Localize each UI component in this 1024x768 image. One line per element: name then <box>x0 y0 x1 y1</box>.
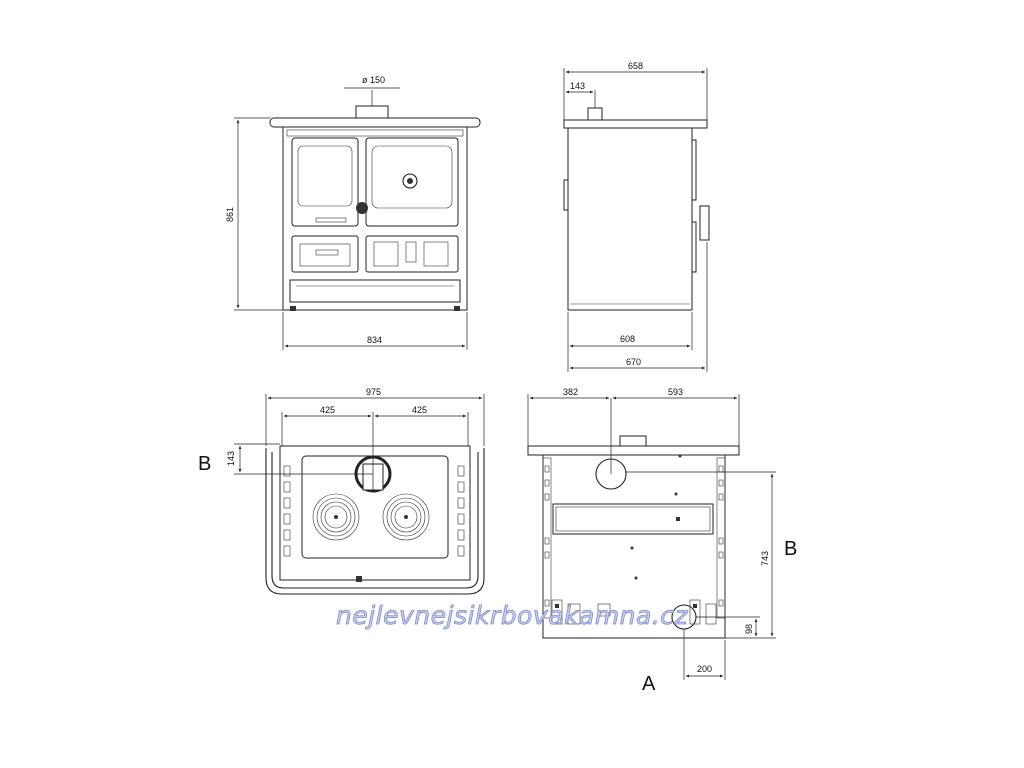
front-top-plate <box>269 117 481 128</box>
rear-middle-panel <box>552 503 714 535</box>
side-top-plate <box>563 119 708 129</box>
side-depth-top-label: 658 <box>628 61 643 71</box>
front-flue-diameter-label: ø 150 <box>362 75 385 85</box>
front-height-label: 861 <box>225 207 235 222</box>
top-left-vents <box>283 465 291 557</box>
top-view: 975 425 425 143 B <box>198 387 485 595</box>
top-width-label: 975 <box>366 387 381 397</box>
rear-left-offset-label: 382 <box>563 387 578 397</box>
left-hob-ring <box>312 493 360 541</box>
rear-inlet-height-label: 98 <box>744 624 754 634</box>
rear-marker-a: A <box>642 673 656 695</box>
rear-flue-height-label: 743 <box>760 551 770 566</box>
top-marker-b: B <box>198 453 211 475</box>
rear-right-offset-label: 593 <box>668 387 683 397</box>
rear-top-plate <box>527 445 740 456</box>
rear-flue-stub <box>619 435 647 447</box>
front-lower-right-panel <box>365 235 459 273</box>
side-handle <box>699 205 710 241</box>
rear-right-rail <box>716 457 726 619</box>
top-flue-from-back-label: 143 <box>226 451 236 466</box>
watermark-text: nejlevnejsikrbovakamna.cz <box>336 601 688 630</box>
rear-bottom-fittings <box>551 599 717 625</box>
front-center-knob <box>356 202 368 214</box>
rear-marker-b: B <box>784 538 797 560</box>
top-right-vents <box>457 465 465 557</box>
top-left-half-label: 425 <box>320 405 335 415</box>
front-left-oven-door <box>291 137 359 227</box>
front-ash-drawer <box>291 235 359 273</box>
thermometer-icon <box>402 173 418 189</box>
rear-left-rail <box>542 457 552 619</box>
front-plinth-drawer <box>289 279 461 303</box>
rear-inlet-offset-label: 200 <box>697 664 712 674</box>
side-view: 658 143 608 670 <box>563 61 710 372</box>
side-depth-total-label: 670 <box>626 357 641 367</box>
right-hob-ring <box>382 493 430 541</box>
side-body <box>567 127 693 311</box>
front-view: ø 150 861 834 <box>225 75 481 350</box>
rear-view: 382 593 743 98 200 B A <box>527 387 797 695</box>
front-flue-pipe <box>355 105 389 119</box>
side-depth-body-label: 608 <box>620 334 635 344</box>
front-width-label: 834 <box>367 335 382 345</box>
top-right-half-label: 425 <box>412 405 427 415</box>
side-flue-pipe <box>587 107 603 121</box>
side-flue-offset-label: 143 <box>570 81 585 91</box>
top-towel-rail <box>265 448 485 595</box>
